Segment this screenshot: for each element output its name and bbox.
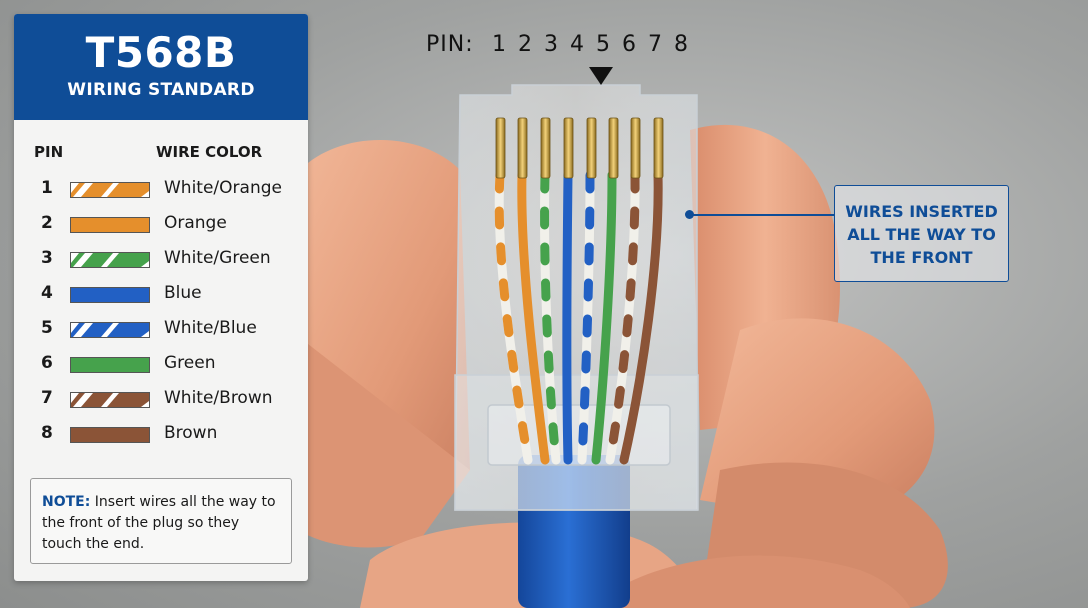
wire-color-swatch — [70, 392, 150, 408]
legend-pin-number: 7 — [41, 388, 53, 408]
wire-color-label: White/Green — [164, 248, 271, 268]
pin-number: 6 — [622, 32, 636, 57]
pin-header-label: PIN: — [426, 32, 474, 57]
pin-marker-arrow-icon — [589, 67, 613, 85]
pin-number: 3 — [544, 32, 558, 57]
pin-number: 1 — [492, 32, 506, 57]
callout-anchor-dot — [685, 210, 694, 219]
wire-color-label: Brown — [164, 423, 218, 443]
legend-row: 5 White/Blue — [14, 311, 308, 346]
wire-color-swatch — [70, 217, 150, 233]
legend-subtitle: WIRING STANDARD — [67, 80, 255, 100]
legend-row: 3 White/Green — [14, 241, 308, 276]
legend-row: 1 White/Orange — [14, 171, 308, 206]
callout-leader-line — [690, 214, 834, 216]
callout-line-3: THE FRONT — [870, 248, 973, 267]
wire-color-swatch — [70, 287, 150, 303]
pin-number: 7 — [648, 32, 662, 57]
wire-color-swatch — [70, 322, 150, 338]
wire-color-label: White/Orange — [164, 178, 282, 198]
legend-row: 4 Blue — [14, 276, 308, 311]
wire-color-swatch — [70, 252, 150, 268]
legend-pin-number: 6 — [41, 353, 53, 373]
legend-pin-number: 2 — [41, 213, 53, 233]
legend-pin-number: 5 — [41, 318, 53, 338]
note-text: Insert wires all the way to the front of… — [42, 494, 276, 552]
legend-row: 8 Brown — [14, 416, 308, 451]
legend-pin-number: 8 — [41, 423, 53, 443]
pin-number: 5 — [596, 32, 610, 57]
wire-color-label: Green — [164, 353, 216, 373]
legend-row: 2 Orange — [14, 206, 308, 241]
wire-color-swatch — [70, 357, 150, 373]
wire-color-label: White/Blue — [164, 318, 257, 338]
pin-number: 8 — [674, 32, 688, 57]
legend-row: 6 Green — [14, 346, 308, 381]
note-box: NOTE: Insert wires all the way to the fr… — [30, 478, 292, 564]
legend-header: T568B WIRING STANDARD — [14, 14, 308, 120]
legend-title: T568B — [85, 28, 237, 77]
legend-pin-number: 4 — [41, 283, 53, 303]
callout-box: WIRES INSERTED ALL THE WAY TO THE FRONT — [834, 185, 1009, 282]
pin-number: 2 — [518, 32, 532, 57]
callout-line-2: ALL THE WAY TO — [847, 225, 996, 244]
legend-pin-number: 1 — [41, 178, 53, 198]
legend-pin-number: 3 — [41, 248, 53, 268]
wire-color-label: White/Brown — [164, 388, 273, 408]
wire-color-label: Blue — [164, 283, 202, 303]
note-label: NOTE: — [42, 494, 91, 510]
column-header-pin: PIN — [34, 143, 64, 161]
column-header-wire-color: WIRE COLOR — [156, 143, 263, 161]
legend-row: 7 White/Brown — [14, 381, 308, 416]
wire-color-swatch — [70, 182, 150, 198]
wire-color-swatch — [70, 427, 150, 443]
wire-color-label: Orange — [164, 213, 227, 233]
pin-number: 4 — [570, 32, 584, 57]
callout-line-1: WIRES INSERTED — [845, 202, 998, 221]
